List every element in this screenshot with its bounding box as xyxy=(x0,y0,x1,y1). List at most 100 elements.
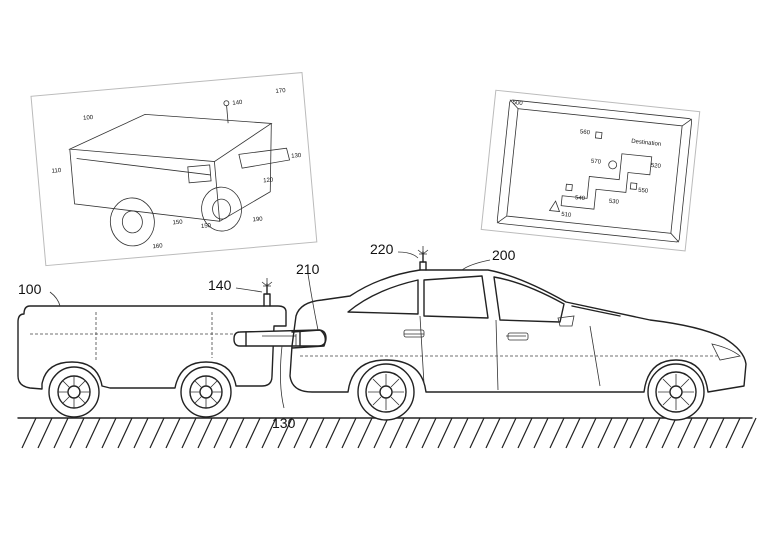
hatch-line xyxy=(117,417,133,449)
hatch-line xyxy=(485,417,501,449)
robot-body xyxy=(17,305,287,390)
inset-robot-label-120: 120 xyxy=(263,177,274,184)
car-antenna-220-icon xyxy=(417,246,429,271)
hatch-line xyxy=(197,417,213,449)
hatch-line xyxy=(309,417,325,449)
hatch-line xyxy=(101,417,117,449)
map-label-destination: Destination xyxy=(631,139,661,148)
robot-antenna-140-icon xyxy=(261,278,273,307)
hatch-line xyxy=(533,417,549,449)
hatch-line xyxy=(69,417,85,449)
label-200: 200 xyxy=(492,247,516,263)
hatch-line xyxy=(693,417,709,449)
inset-robot: 100 140 170 110 130 120 150 150 190 160 xyxy=(30,72,318,267)
hatch-line xyxy=(565,417,581,449)
start-510-icon xyxy=(548,200,561,213)
car-body xyxy=(289,269,747,393)
inset-map-paper xyxy=(480,89,701,252)
hatch-line xyxy=(181,417,197,449)
robot-connector-arm-130 xyxy=(233,329,327,347)
hatch-line xyxy=(213,417,229,449)
robot-front-wheel xyxy=(48,366,100,418)
hatch-line xyxy=(677,417,693,449)
label-210: 210 xyxy=(296,261,320,277)
hatch-line xyxy=(277,417,293,449)
hatch-line xyxy=(405,417,421,449)
hatch-line xyxy=(53,417,69,449)
hatch-line xyxy=(437,417,453,449)
map-label-530: 530 xyxy=(609,199,620,206)
hatch-line xyxy=(741,417,757,449)
hatch-line xyxy=(501,417,517,449)
vehicle-570-icon xyxy=(608,160,618,170)
inset-robot-label-170: 170 xyxy=(275,88,286,95)
map-label-500: 500 xyxy=(512,100,523,107)
hatch-line xyxy=(261,417,277,449)
ground xyxy=(17,417,757,449)
front-door-handle xyxy=(507,332,529,341)
inset-robot-label-110: 110 xyxy=(51,168,62,175)
hatch-line xyxy=(453,417,469,449)
map-label-510: 510 xyxy=(561,212,572,219)
hatch-line xyxy=(421,417,437,449)
hatch-line xyxy=(229,417,245,449)
marker-540-icon xyxy=(565,183,573,192)
hatch-line xyxy=(469,417,485,449)
hatch-line xyxy=(133,417,149,449)
map-label-570: 570 xyxy=(591,159,602,166)
car-rear-wheel xyxy=(357,363,415,421)
inset-robot-label-150a: 150 xyxy=(172,219,183,226)
inset-robot-drawing xyxy=(68,100,291,247)
hatch-line xyxy=(21,417,37,449)
inset-map-bezel xyxy=(496,99,693,243)
hatch-line xyxy=(373,417,389,449)
inset-robot-label-130: 130 xyxy=(291,153,302,160)
car-side-window-front xyxy=(493,276,565,323)
label-140: 140 xyxy=(208,277,232,293)
car-200 xyxy=(289,246,747,421)
inset-robot-label-100: 100 xyxy=(83,115,94,122)
hatch-line xyxy=(581,417,597,449)
hatch-line xyxy=(725,417,741,449)
hatch-line xyxy=(645,417,661,449)
label-130: 130 xyxy=(272,415,296,431)
inset-map-screen xyxy=(506,108,683,234)
marker-550-icon xyxy=(629,182,638,190)
map-label-560: 560 xyxy=(580,129,591,136)
inset-robot-frame xyxy=(30,72,318,267)
robot-rear-wheel xyxy=(180,366,232,418)
rear-door-handle xyxy=(403,329,425,338)
hatch-line xyxy=(597,417,613,449)
leader-lines xyxy=(49,251,491,409)
map-label-540: 540 xyxy=(575,195,586,202)
label-100: 100 xyxy=(18,281,42,297)
hatch-line xyxy=(709,417,725,449)
car-side-window-rear xyxy=(423,275,489,319)
hatch-line xyxy=(165,417,181,449)
car-rear-window xyxy=(347,279,419,315)
inset-map-route xyxy=(560,153,653,210)
hatch-line xyxy=(613,417,629,449)
car-hitch-210 xyxy=(291,329,327,349)
inset-robot-label-140: 140 xyxy=(232,100,243,107)
map-label-550: 550 xyxy=(638,188,649,195)
hatch-line xyxy=(325,417,341,449)
inset-robot-label-160: 160 xyxy=(152,243,163,250)
robot-100 xyxy=(17,278,327,418)
hatch-line xyxy=(149,417,165,449)
label-220: 220 xyxy=(370,241,394,257)
hatch-line xyxy=(37,417,53,449)
car-front-wheel xyxy=(647,363,705,421)
hatch-line xyxy=(549,417,565,449)
hatch-line xyxy=(389,417,405,449)
hatch-line xyxy=(661,417,677,449)
hatch-line xyxy=(85,417,101,449)
hatch-line xyxy=(293,417,309,449)
hatch-line xyxy=(245,417,261,449)
inset-robot-label-150b: 150 xyxy=(201,223,212,230)
hatch-line xyxy=(629,417,645,449)
inset-map: 500 Destination 520 560 570 530 540 550 … xyxy=(480,89,701,252)
hatch-line xyxy=(341,417,357,449)
hatch-line xyxy=(357,417,373,449)
